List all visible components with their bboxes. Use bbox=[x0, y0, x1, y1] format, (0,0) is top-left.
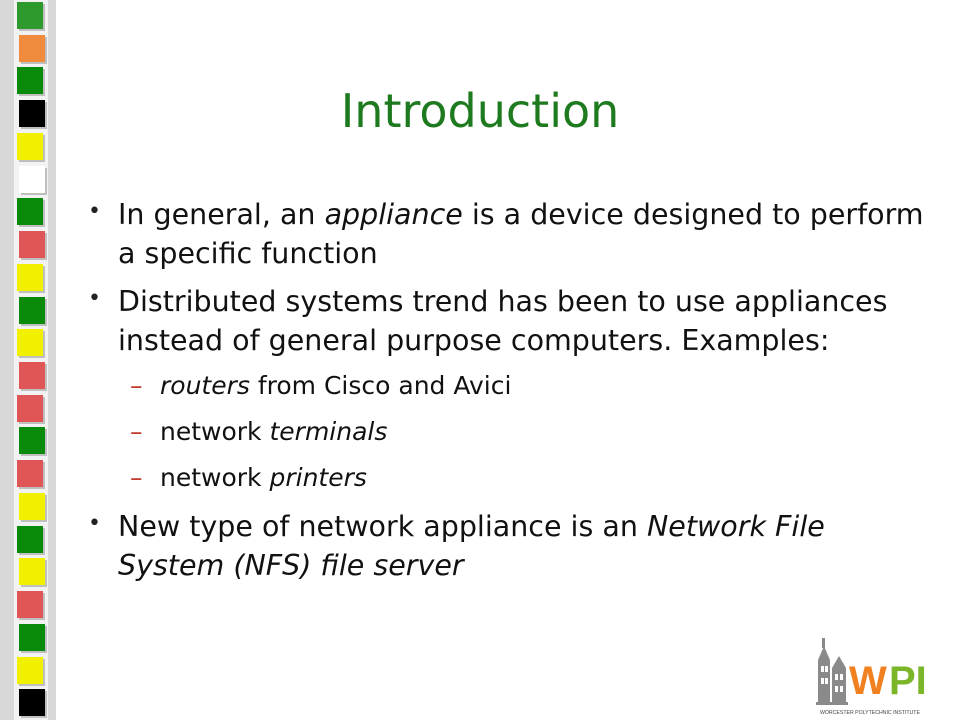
stripe-block bbox=[17, 329, 43, 356]
stripe-block bbox=[19, 558, 45, 585]
stripe-block bbox=[17, 591, 43, 618]
bullet-text: is a device designed to perform a specif… bbox=[118, 198, 924, 270]
example-emphasis: terminals bbox=[269, 417, 388, 446]
example-emphasis: printers bbox=[269, 463, 367, 492]
wpi-logo: W PI WORCESTER POLYTECHNIC INSTITUTE bbox=[812, 632, 947, 716]
example-text: network bbox=[160, 417, 270, 446]
bullet-text: New type of network appliance is an bbox=[118, 510, 647, 543]
bullet-dot: • bbox=[88, 199, 101, 224]
wpi-subtitle: WORCESTER POLYTECHNIC INSTITUTE bbox=[820, 710, 920, 716]
example-routers: – routers from Cisco and Avici bbox=[84, 369, 924, 403]
slide-title: Introduction bbox=[340, 84, 620, 138]
bullet-emphasis: Network File System (NFS) file server bbox=[118, 510, 825, 582]
stripe-block bbox=[19, 624, 45, 651]
stripe-block bbox=[17, 198, 43, 225]
stripe-block bbox=[19, 689, 45, 716]
example-terminals: – network terminals bbox=[84, 415, 924, 449]
stripe-block bbox=[19, 427, 45, 454]
stripe-block bbox=[17, 526, 43, 553]
example-text: from Cisco and Avici bbox=[249, 371, 512, 400]
bullet-text: In general, an bbox=[118, 198, 325, 231]
stripe-block bbox=[19, 100, 45, 127]
bullet-distributed-trend: • Distributed systems trend has been to … bbox=[84, 282, 924, 360]
bullet-text: Distributed systems trend has been to us… bbox=[118, 285, 888, 357]
dash-marker: – bbox=[130, 417, 143, 446]
dash-marker: – bbox=[130, 463, 143, 492]
wpi-logo-graphic: W PI WORCESTER POLYTECHNIC INSTITUTE bbox=[816, 638, 927, 716]
stripe-block bbox=[19, 231, 45, 258]
stripe-block bbox=[17, 395, 43, 422]
stripe-block bbox=[19, 362, 45, 389]
stripe-block bbox=[17, 264, 43, 291]
bullet-emphasis: appliance bbox=[324, 198, 463, 231]
wpi-wordmark: W bbox=[849, 659, 887, 703]
example-text: network bbox=[160, 463, 270, 492]
dash-marker: – bbox=[130, 371, 143, 400]
bullet-appliance-definition: • In general, an appliance is a device d… bbox=[84, 195, 924, 273]
decorative-stripe bbox=[0, 0, 56, 720]
bullet-dot: • bbox=[88, 511, 101, 536]
stripe-block bbox=[19, 493, 45, 520]
stripe-block bbox=[17, 2, 43, 29]
wpi-wordmark-pi: PI bbox=[889, 659, 927, 703]
bullet-dot: • bbox=[88, 286, 101, 311]
stripe-block bbox=[17, 67, 43, 94]
stripe-block bbox=[19, 297, 45, 324]
stripe-block bbox=[19, 35, 45, 62]
example-emphasis: routers bbox=[160, 371, 250, 400]
stripe-block bbox=[17, 657, 43, 684]
stripe-block bbox=[17, 133, 43, 160]
bullet-nfs: • New type of network appliance is an Ne… bbox=[84, 507, 924, 585]
example-printers: – network printers bbox=[84, 461, 924, 495]
stripe-block bbox=[17, 460, 43, 487]
stripe-block bbox=[19, 166, 45, 193]
slide-content: • In general, an appliance is a device d… bbox=[84, 195, 924, 594]
